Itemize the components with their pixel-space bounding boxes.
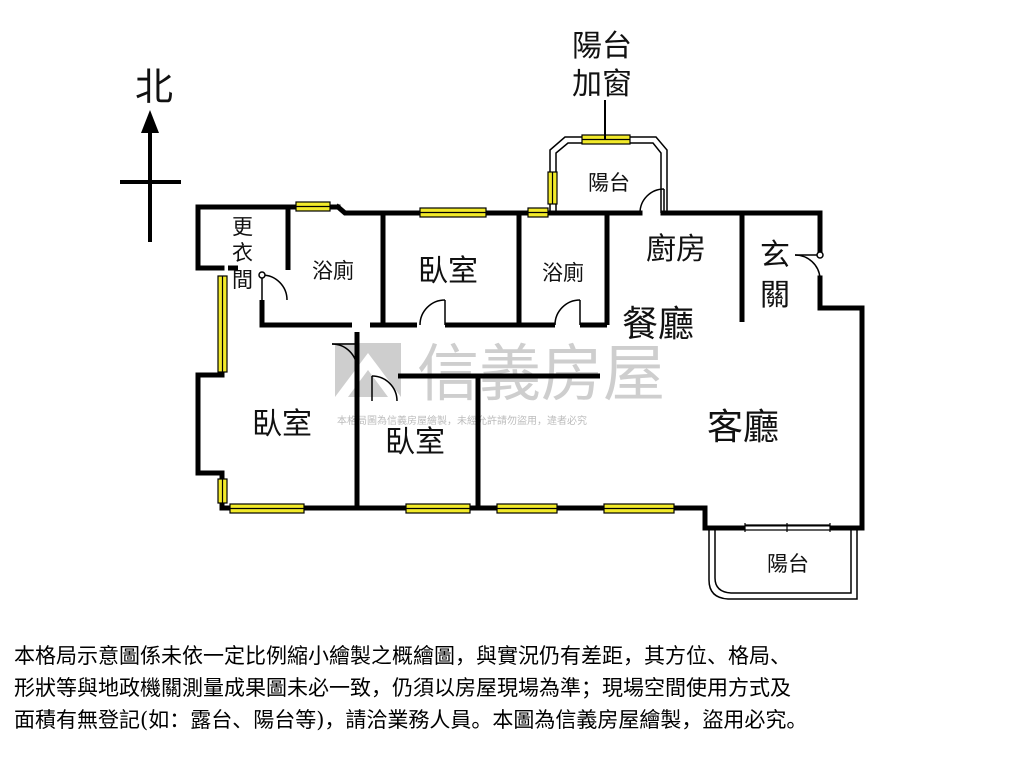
- label-dressing-3: 間: [232, 268, 253, 292]
- interior-walls: [228, 207, 745, 508]
- label-bath-right: 浴廁: [542, 261, 584, 285]
- north-compass: 北: [120, 65, 181, 242]
- south-balcony: [708, 523, 858, 600]
- label-bath-left: 浴廁: [312, 259, 354, 283]
- disclaimer-line-1: 本格局示意圖係未依一定比例縮小繪製之概繪圖，與實況仍有差距，其方位、格局、: [14, 644, 791, 668]
- label-dressing-2: 衣: [232, 241, 253, 265]
- label-bedroom-west: 臥室: [252, 407, 312, 442]
- disclaimer-line-2: 形狀等與地政機關測量成果圖未必一致，仍須以房屋現場為準；現場空間使用方式及: [14, 676, 791, 700]
- label-living: 客廳: [707, 407, 779, 448]
- disclaimer: 本格局示意圖係未依一定比例縮小繪製之概繪圖，與實況仍有差距，其方位、格局、 形狀…: [14, 640, 1014, 736]
- watermark-notice: 本格局圖為信義房屋繪製，未經允許請勿盜用，違者必究: [337, 414, 587, 427]
- doors: [258, 251, 824, 402]
- label-entrance-2: 關: [760, 278, 790, 313]
- watermark: 信義房屋 本格局圖為信義房屋繪製，未經允許請勿盜用，違者必究: [335, 337, 665, 427]
- room-labels: 陽台 加窗 陽台 更 衣 間 浴廁 臥室 浴廁 廚房 玄 關 餐廳 臥室 臥室 …: [232, 29, 809, 576]
- label-dining: 餐廳: [622, 304, 694, 345]
- label-entrance-1: 玄: [760, 238, 790, 273]
- disclaimer-line-3: 面積有無登記(如：露台、陽台等)，請洽業務人員。本圖為信義房屋繪製，盜用必究。: [14, 708, 808, 732]
- north-label: 北: [135, 65, 173, 109]
- windows: [217, 134, 675, 514]
- label-bedroom-middle: 臥室: [385, 425, 445, 460]
- label-balcony-window-1: 陽台: [572, 29, 632, 64]
- label-balcony-north: 陽台: [588, 171, 630, 195]
- floor-plan: 北 信義房屋 本格局圖為信義房屋繪製，未經允許請勿盜用，違者必究: [120, 29, 865, 600]
- label-balcony-south: 陽台: [767, 552, 809, 576]
- brand-logo-icon: [335, 343, 401, 397]
- label-dressing-1: 更: [232, 215, 253, 239]
- label-bedroom-north: 臥室: [418, 254, 478, 289]
- label-balcony-window-2: 加窗: [572, 67, 632, 102]
- label-kitchen: 廚房: [646, 232, 706, 267]
